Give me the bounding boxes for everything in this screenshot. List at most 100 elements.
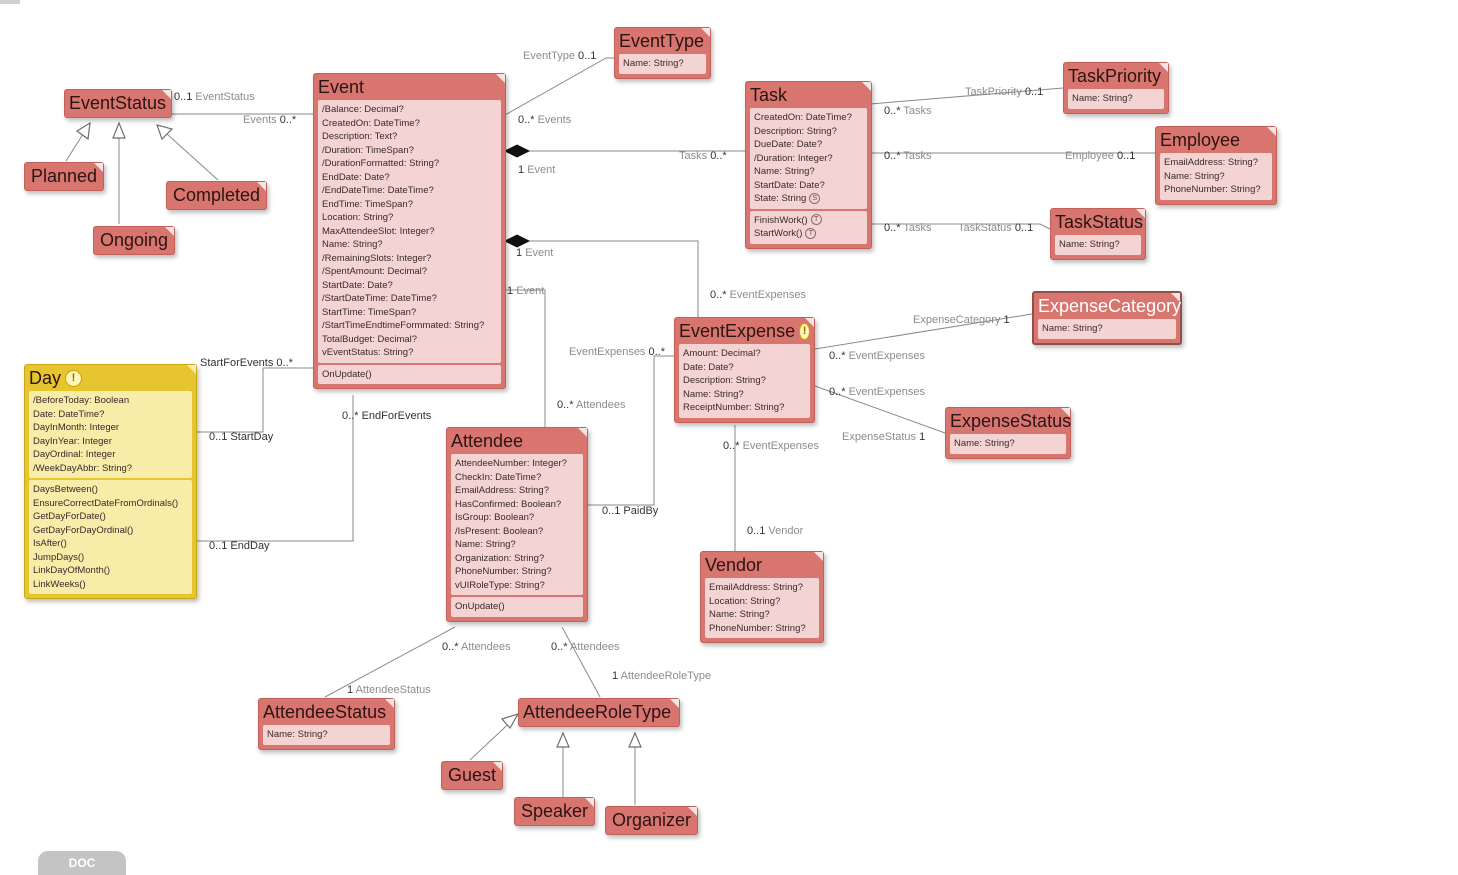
attr: Name: String? [709, 609, 770, 620]
class-guest[interactable]: Guest [441, 761, 504, 790]
class-event[interactable]: Event /Balance: Decimal? CreatedOn: Date… [313, 73, 506, 389]
class-title: TaskStatus [1055, 212, 1144, 232]
attr: Name: String? [455, 539, 516, 550]
corner-icon [701, 28, 710, 37]
class-planned[interactable]: Planned [24, 162, 105, 191]
class-day[interactable]: Day! /BeforeToday: Boolean Date: DateTim… [24, 364, 197, 599]
assoc-eventexpense-expensecategory [814, 313, 1033, 350]
attributes-compartment: Name: String? [619, 54, 706, 74]
gen-arrowhead-planned [75, 121, 91, 141]
attributes-compartment: /Balance: Decimal? CreatedOn: DateTime? … [318, 100, 501, 363]
label-endforevents: 0..* EndForEvents [342, 410, 432, 422]
class-ongoing[interactable]: Ongoing [93, 226, 176, 255]
attr: Name: String? [954, 438, 1015, 449]
assoc-day-event-end [196, 395, 354, 542]
transaction-icon: T [805, 227, 817, 239]
class-taskpriority[interactable]: TaskPriority Name: String? [1063, 62, 1169, 114]
corner-icon [862, 82, 871, 91]
class-attendee[interactable]: Attendee AttendeeNumber: Integer? CheckI… [446, 427, 588, 622]
attr: /SpentAmount: Decimal? [322, 266, 428, 277]
attr: PhoneNumber: String? [455, 566, 552, 577]
class-title: Completed [173, 185, 261, 205]
method: GetDayForDayOrdinal() [33, 524, 134, 536]
class-attendeestatus[interactable]: AttendeeStatus Name: String? [258, 698, 395, 750]
class-eventstatus[interactable]: EventStatus [64, 89, 172, 118]
label-expensecategory: ExpenseCategory 1 [913, 314, 1010, 326]
label-taskstatus: TaskStatus 0..1 [958, 222, 1034, 234]
method: IsAfter() [33, 538, 67, 549]
top-edge-bar [0, 0, 20, 4]
class-title: Employee [1160, 130, 1241, 150]
warning-icon[interactable]: ! [65, 369, 83, 387]
attr: Amount: Decimal? [683, 348, 761, 359]
method: OnUpdate() [455, 601, 505, 612]
label-tasks-tp: 0..* Tasks [884, 105, 932, 117]
corner-icon [165, 227, 175, 236]
class-taskstatus[interactable]: TaskStatus Name: String? [1050, 208, 1146, 260]
attr: Organization: String? [455, 552, 545, 564]
attr: EmailAddress: String? [709, 582, 803, 593]
assoc-attendee-attendeestatus [324, 626, 456, 698]
gen-arrowhead-ongoing [112, 121, 126, 139]
class-speaker[interactable]: Speaker [514, 797, 596, 826]
class-attendeeroletype[interactable]: AttendeeRoleType [518, 698, 680, 727]
attr: /DurationFormatted: String? [322, 158, 440, 169]
class-organizer[interactable]: Organizer [605, 806, 699, 835]
attr: Name: String? [623, 58, 684, 69]
attr: /StartDateTime: DateTime? [322, 293, 437, 304]
assoc-task-taskstatus [870, 223, 1051, 230]
composition-diamond-expenses [503, 234, 531, 248]
gen-arrowhead-speaker [556, 731, 570, 748]
label-ee-cat: 0..* EventExpenses [829, 350, 926, 362]
label-attendees-event: 0..* Attendees [557, 399, 626, 411]
method: FinishWork()T [754, 214, 863, 228]
doc-tab[interactable]: DOC [38, 851, 126, 875]
class-title: AttendeeRoleType [523, 702, 672, 722]
attr: HasConfirmed: Boolean? [455, 498, 562, 510]
class-eventexpense[interactable]: EventExpense! Amount: Decimal? Date: Dat… [674, 317, 815, 423]
assoc-task-taskpriority [869, 87, 1064, 105]
class-title: EventExpense [679, 321, 796, 341]
attributes-compartment: Name: String? [263, 725, 390, 745]
corner-icon [670, 699, 679, 708]
attributes-compartment: CreatedOn: DateTime? Description: String… [750, 108, 867, 209]
class-title: AttendeeStatus [263, 702, 387, 722]
corner-icon [688, 807, 698, 816]
method: OnUpdate() [322, 368, 372, 380]
label-ee-vendor: 0..* EventExpenses [723, 440, 820, 452]
attr: EndDate: Date? [322, 171, 390, 183]
label-events-et: 0..* Events [518, 114, 572, 126]
attr: ReceiptNumber: String? [683, 402, 785, 413]
label-attendeestatus: 1 AttendeeStatus [347, 684, 431, 696]
attr: Name: String? [1072, 93, 1133, 104]
gen-arrowhead-completed [156, 124, 174, 141]
class-expensecategory[interactable]: ExpenseCategory Name: String? [1032, 291, 1182, 345]
assoc-attendee-eventexpense [588, 355, 674, 506]
corner-icon [814, 552, 823, 561]
class-completed[interactable]: Completed [166, 181, 268, 210]
assoc-attendee-attendeeroletype [561, 626, 601, 698]
attr: /Duration: Integer? [754, 152, 833, 164]
transaction-icon: T [810, 214, 822, 226]
corner-icon [1136, 209, 1145, 218]
attr: StartDate: Date? [322, 279, 393, 291]
warning-icon[interactable]: ! [799, 322, 810, 340]
class-vendor[interactable]: Vendor EmailAddress: String? Location: S… [700, 551, 824, 643]
assoc-event-eventexpense [505, 240, 699, 317]
class-expensestatus[interactable]: ExpenseStatus Name: String? [945, 407, 1071, 459]
attr: /Balance: Decimal? [322, 104, 404, 115]
label-attendees-rt: 0..* Attendees [551, 641, 620, 653]
attr: Location: String? [709, 595, 781, 607]
corner-icon [385, 699, 394, 708]
attr: CreatedOn: DateTime? [322, 117, 420, 129]
attr: /EndDateTime: DateTime? [322, 185, 434, 196]
class-employee[interactable]: Employee EmailAddress: String? Name: Str… [1155, 126, 1277, 205]
class-title: Day [29, 368, 62, 388]
class-task[interactable]: Task CreatedOn: DateTime? Description: S… [745, 81, 872, 249]
attr: Description: Text? [322, 131, 398, 142]
class-title-row: EventExpense! [679, 318, 810, 342]
class-eventtype[interactable]: EventType Name: String? [614, 27, 711, 79]
class-title: Task [750, 85, 788, 105]
